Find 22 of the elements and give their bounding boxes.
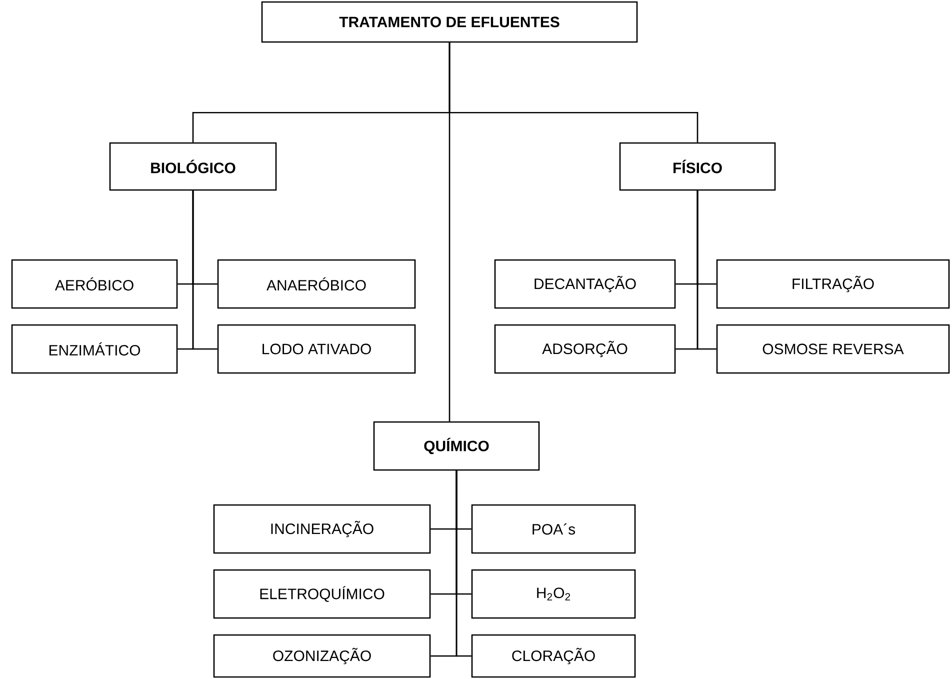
method-box: ENZIMÁTICO (11, 324, 178, 374)
method-box: LODO ATIVADO (217, 324, 416, 374)
method-box: ELETROQUÍMICO (213, 569, 431, 619)
method-box: DECANTAÇÃO (494, 259, 676, 309)
method-box: OZONIZAÇÃO (213, 634, 431, 678)
method-box: FILTRAÇÃO (716, 259, 950, 309)
method-box: INCINERAÇÃO (213, 504, 431, 554)
method-box: ANAERÓBICO (217, 259, 416, 309)
method-box: POA´s (471, 504, 636, 554)
method-box: ADSORÇÃO (494, 324, 676, 374)
connector-line (456, 470, 472, 657)
method-box: H$_{2}$O$_{2}$ (471, 569, 636, 619)
method-box: AERÓBICO (11, 259, 178, 309)
connector-line (448, 42, 450, 422)
method-box: CLORAÇÃO (471, 634, 636, 678)
connector-line (192, 190, 218, 350)
title-box: TRATAMENTO DE EFLUENTES (261, 1, 638, 43)
connector-line (696, 190, 716, 350)
category-box: FÍSICO (619, 142, 776, 191)
method-box: OSMOSE REVERSA (716, 324, 950, 374)
category-box: BIOLÓGICO (109, 142, 277, 191)
category-box: QUÍMICO (373, 421, 540, 471)
